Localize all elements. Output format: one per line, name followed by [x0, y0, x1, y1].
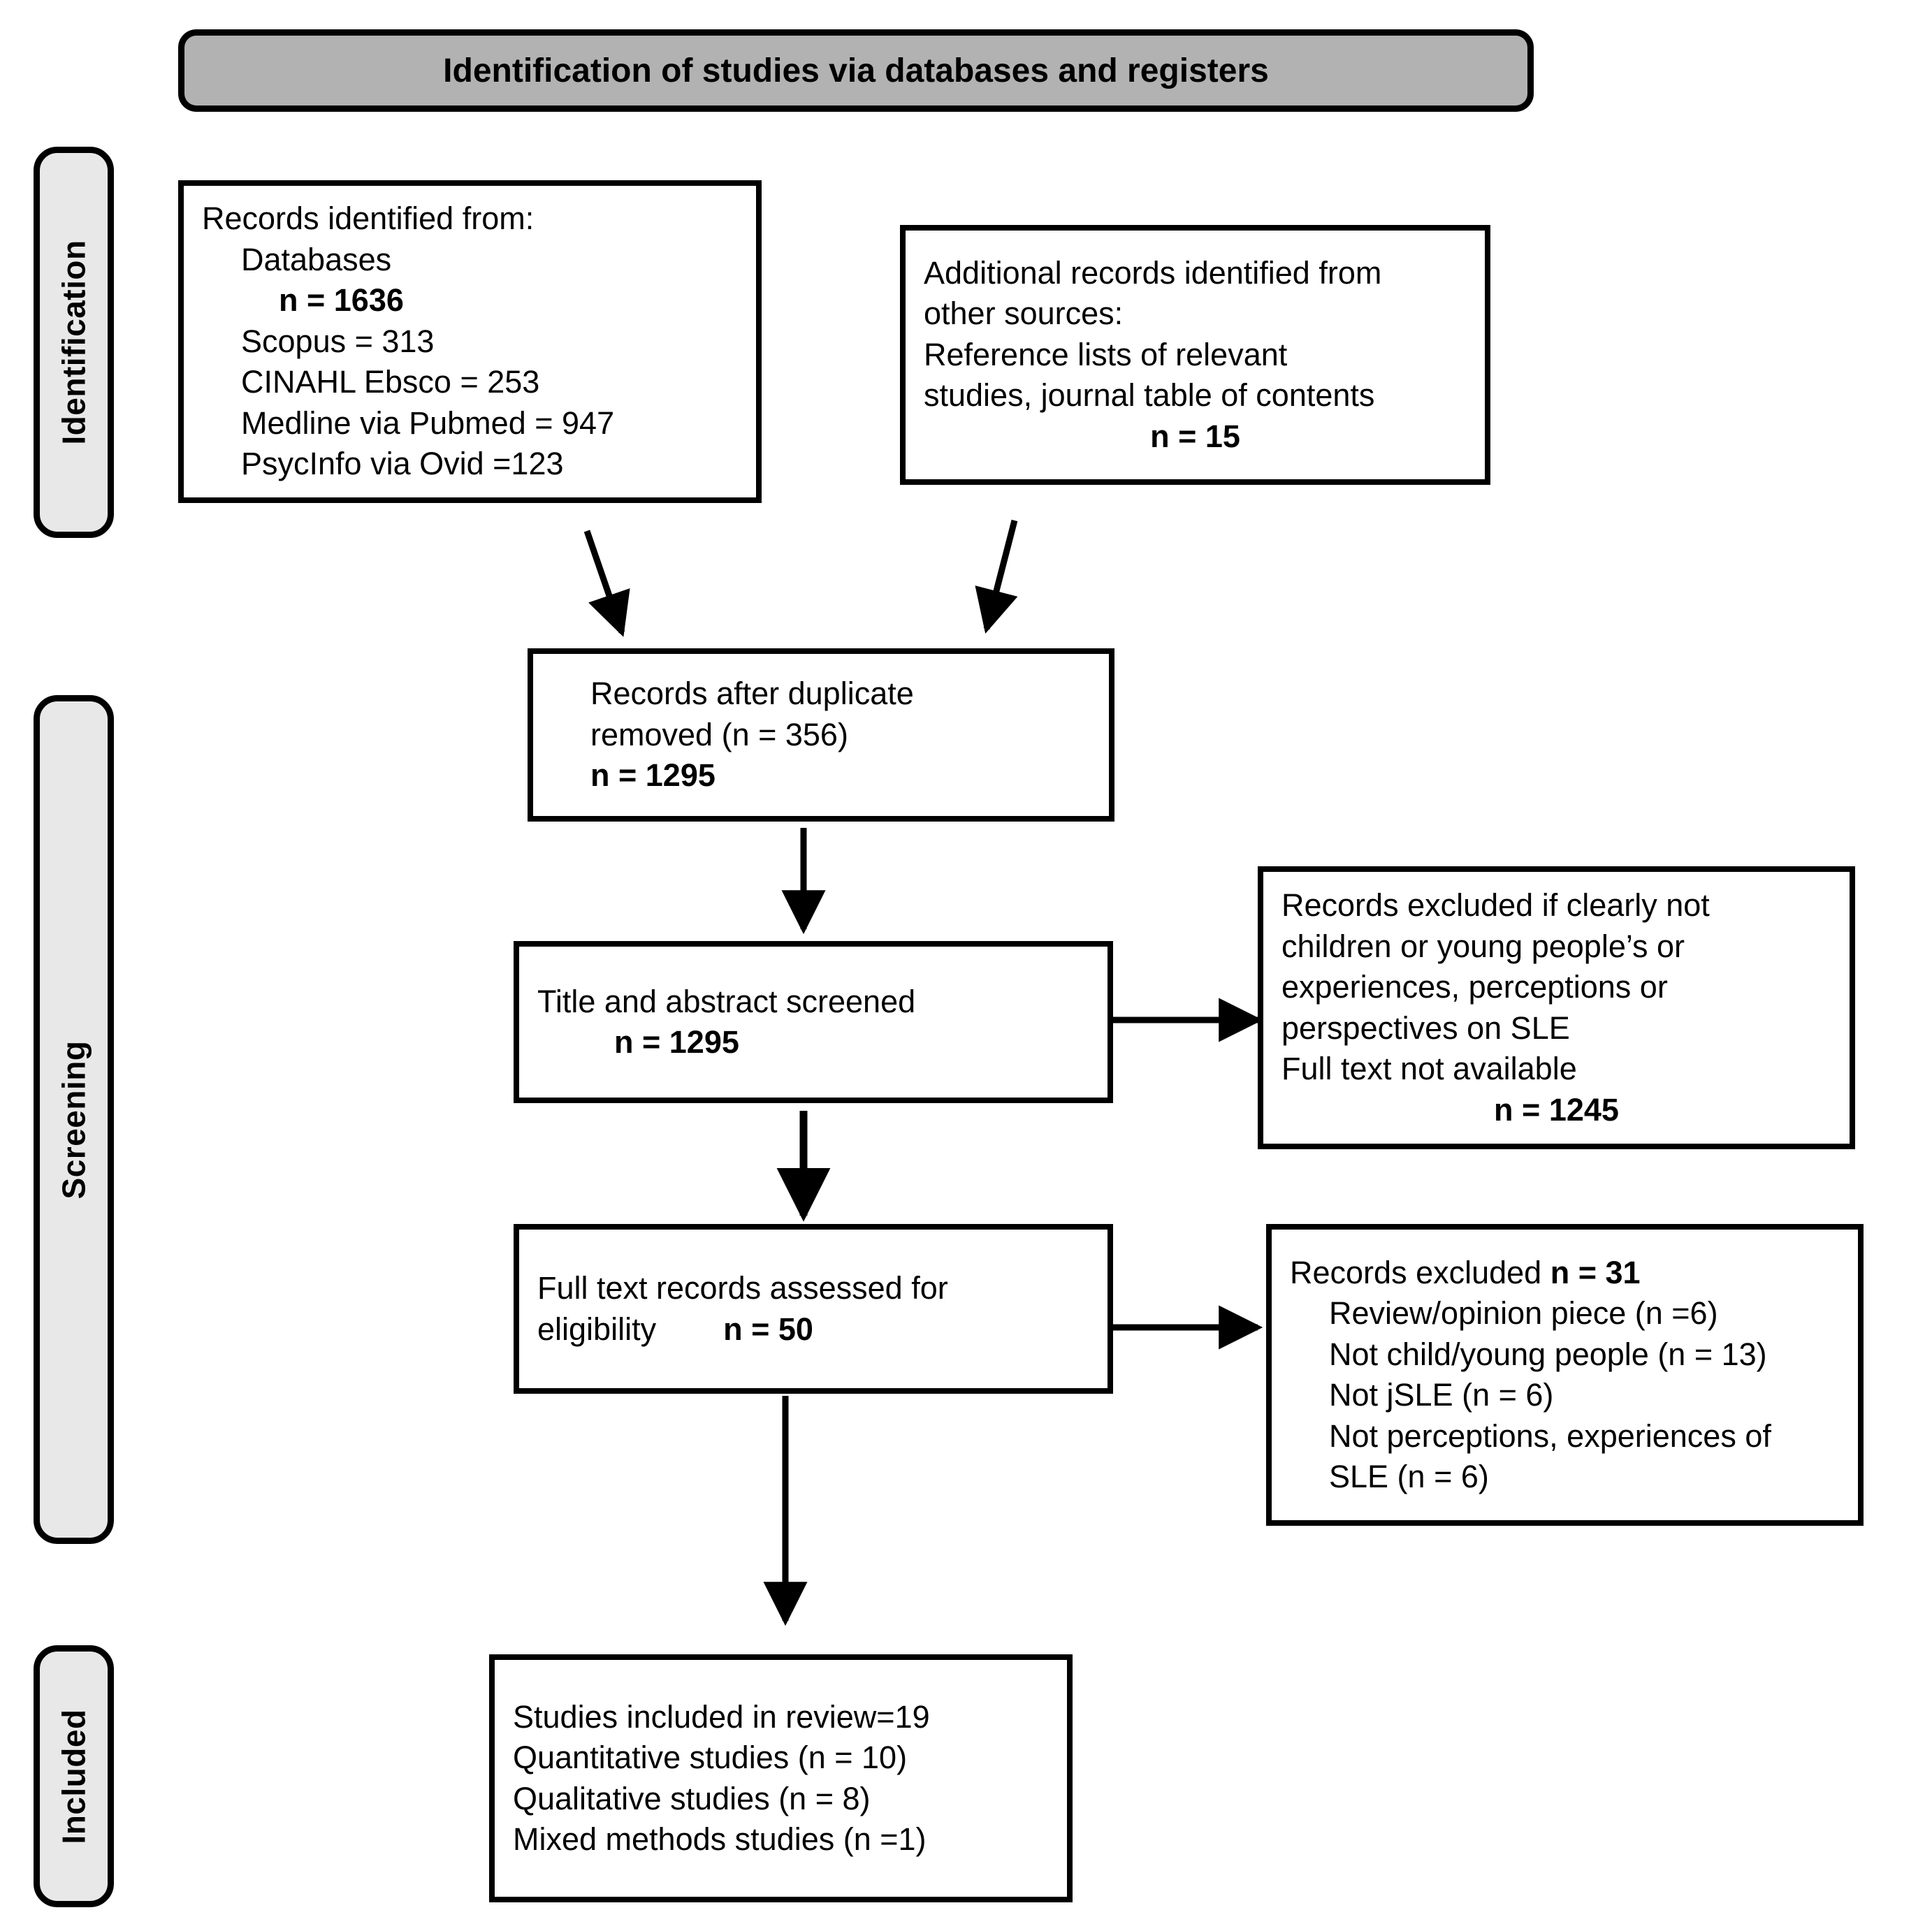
line-records-excluded-screening-1: children or young people’s or — [1281, 928, 1685, 964]
line-title-abstract-screened-0: Title and abstract screened — [537, 983, 916, 1019]
line-records-identified-1: Databases — [241, 241, 392, 277]
line-records-excluded-eligibility-4: SLE (n = 6) — [1329, 1459, 1489, 1494]
line-records-excluded-eligibility-2: Not jSLE (n = 6) — [1329, 1377, 1554, 1413]
line-studies-included-3: Mixed methods studies (n =1) — [513, 1821, 927, 1857]
box-studies-included-text: Studies included in review=19 Quantitati… — [495, 1697, 1067, 1860]
line-studies-included-1: Quantitative studies (n = 10) — [513, 1740, 908, 1775]
line-records-identified-4: CINAHL Ebsco = 253 — [241, 364, 540, 400]
box-additional-records-text: Additional records identified from other… — [906, 253, 1485, 458]
full-text-eligibility-count: n = 50 — [723, 1311, 813, 1347]
box-full-text-assessed-text: Full text records assessed for eligibili… — [519, 1268, 1107, 1350]
stage-pill-included: Included — [34, 1645, 114, 1907]
line-records-identified-6: PsycInfo via Ovid =123 — [241, 446, 564, 482]
line-full-text-assessed-0: Full text records assessed for — [537, 1270, 948, 1306]
line-records-identified-3: Scopus = 313 — [241, 323, 435, 359]
line-records-excluded-screening-4: Full text not available — [1281, 1051, 1577, 1086]
arrow-records-identified-to-after-duplicates — [583, 530, 630, 637]
stage-pill-identification: Identification — [34, 147, 114, 538]
box-studies-included: Studies included in review=19 Quantitati… — [489, 1654, 1073, 1902]
line-title-abstract-screened-1: n = 1295 — [614, 1024, 739, 1060]
header-banner: Identification of studies via databases … — [178, 29, 1534, 112]
line-records-excluded-eligibility-1: Not child/young people (n = 13) — [1329, 1336, 1767, 1372]
box-records-excluded-eligibility: Records excluded n = 31 Review/opinion p… — [1266, 1224, 1864, 1526]
line-records-excluded-eligibility-heading: Records excluded n = 31 — [1290, 1253, 1840, 1294]
line-records-excluded-screening-5: n = 1245 — [1494, 1091, 1619, 1128]
line-after-duplicates-2: n = 1295 — [590, 757, 716, 794]
line-records-excluded-eligibility-0: Review/opinion piece (n =6) — [1329, 1295, 1718, 1331]
line-studies-included-0: Studies included in review=19 — [513, 1698, 930, 1735]
box-records-identified: Records identified from: Databases n = 1… — [178, 180, 762, 503]
line-additional-records-4: n = 15 — [1150, 418, 1240, 454]
records-excluded-eligibility-heading-count: n = 31 — [1550, 1254, 1641, 1290]
line-records-excluded-screening-2: experiences, perceptions or — [1281, 969, 1668, 1005]
line-after-duplicates-1: removed (n = 356) — [590, 716, 848, 752]
box-records-excluded-screening-text: Records excluded if clearly not children… — [1263, 885, 1850, 1130]
line-additional-records-0: Additional records identified from — [924, 254, 1382, 291]
line-after-duplicates-0: Records after duplicate — [590, 676, 914, 712]
line-records-identified-5: Medline via Pubmed = 947 — [241, 405, 615, 441]
box-after-duplicates-text: Records after duplicate removed (n = 356… — [533, 673, 1109, 796]
line-records-excluded-eligibility-3: Not perceptions, experiences of — [1329, 1418, 1771, 1454]
box-records-excluded-screening: Records excluded if clearly not children… — [1258, 866, 1855, 1149]
line-additional-records-3: studies, journal table of contents — [924, 377, 1375, 414]
line-records-excluded-screening-3: perspectives on SLE — [1281, 1010, 1570, 1046]
header-title: Identification of studies via databases … — [443, 52, 1269, 89]
stage-pill-screening: Screening — [34, 695, 114, 1544]
records-excluded-eligibility-heading-label: Records excluded — [1290, 1254, 1550, 1290]
line-records-identified-2: n = 1636 — [279, 282, 404, 319]
box-after-duplicates: Records after duplicate removed (n = 356… — [528, 648, 1114, 822]
full-text-eligibility-label: eligibility — [537, 1311, 657, 1347]
line-additional-records-2: Reference lists of relevant — [924, 336, 1288, 372]
box-records-excluded-eligibility-text: Records excluded n = 31 Review/opinion p… — [1272, 1253, 1858, 1498]
line-additional-records-1: other sources: — [924, 296, 1124, 332]
box-additional-records: Additional records identified from other… — [900, 225, 1490, 485]
line-studies-included-2: Qualitative studies (n = 8) — [513, 1780, 871, 1816]
line-full-text-assessed-1: eligibility n = 50 — [537, 1309, 1089, 1350]
box-records-identified-text: Records identified from: Databases n = 1… — [184, 198, 756, 485]
line-records-identified-0: Records identified from: — [202, 201, 535, 237]
box-full-text-assessed: Full text records assessed for eligibili… — [514, 1224, 1113, 1394]
line-records-excluded-screening-0: Records excluded if clearly not — [1281, 887, 1710, 923]
arrow-additional-records-to-after-duplicates — [975, 519, 1018, 634]
box-title-abstract-screened-text: Title and abstract screened n = 1295 — [519, 982, 1107, 1063]
box-title-abstract-screened: Title and abstract screened n = 1295 — [514, 941, 1113, 1103]
